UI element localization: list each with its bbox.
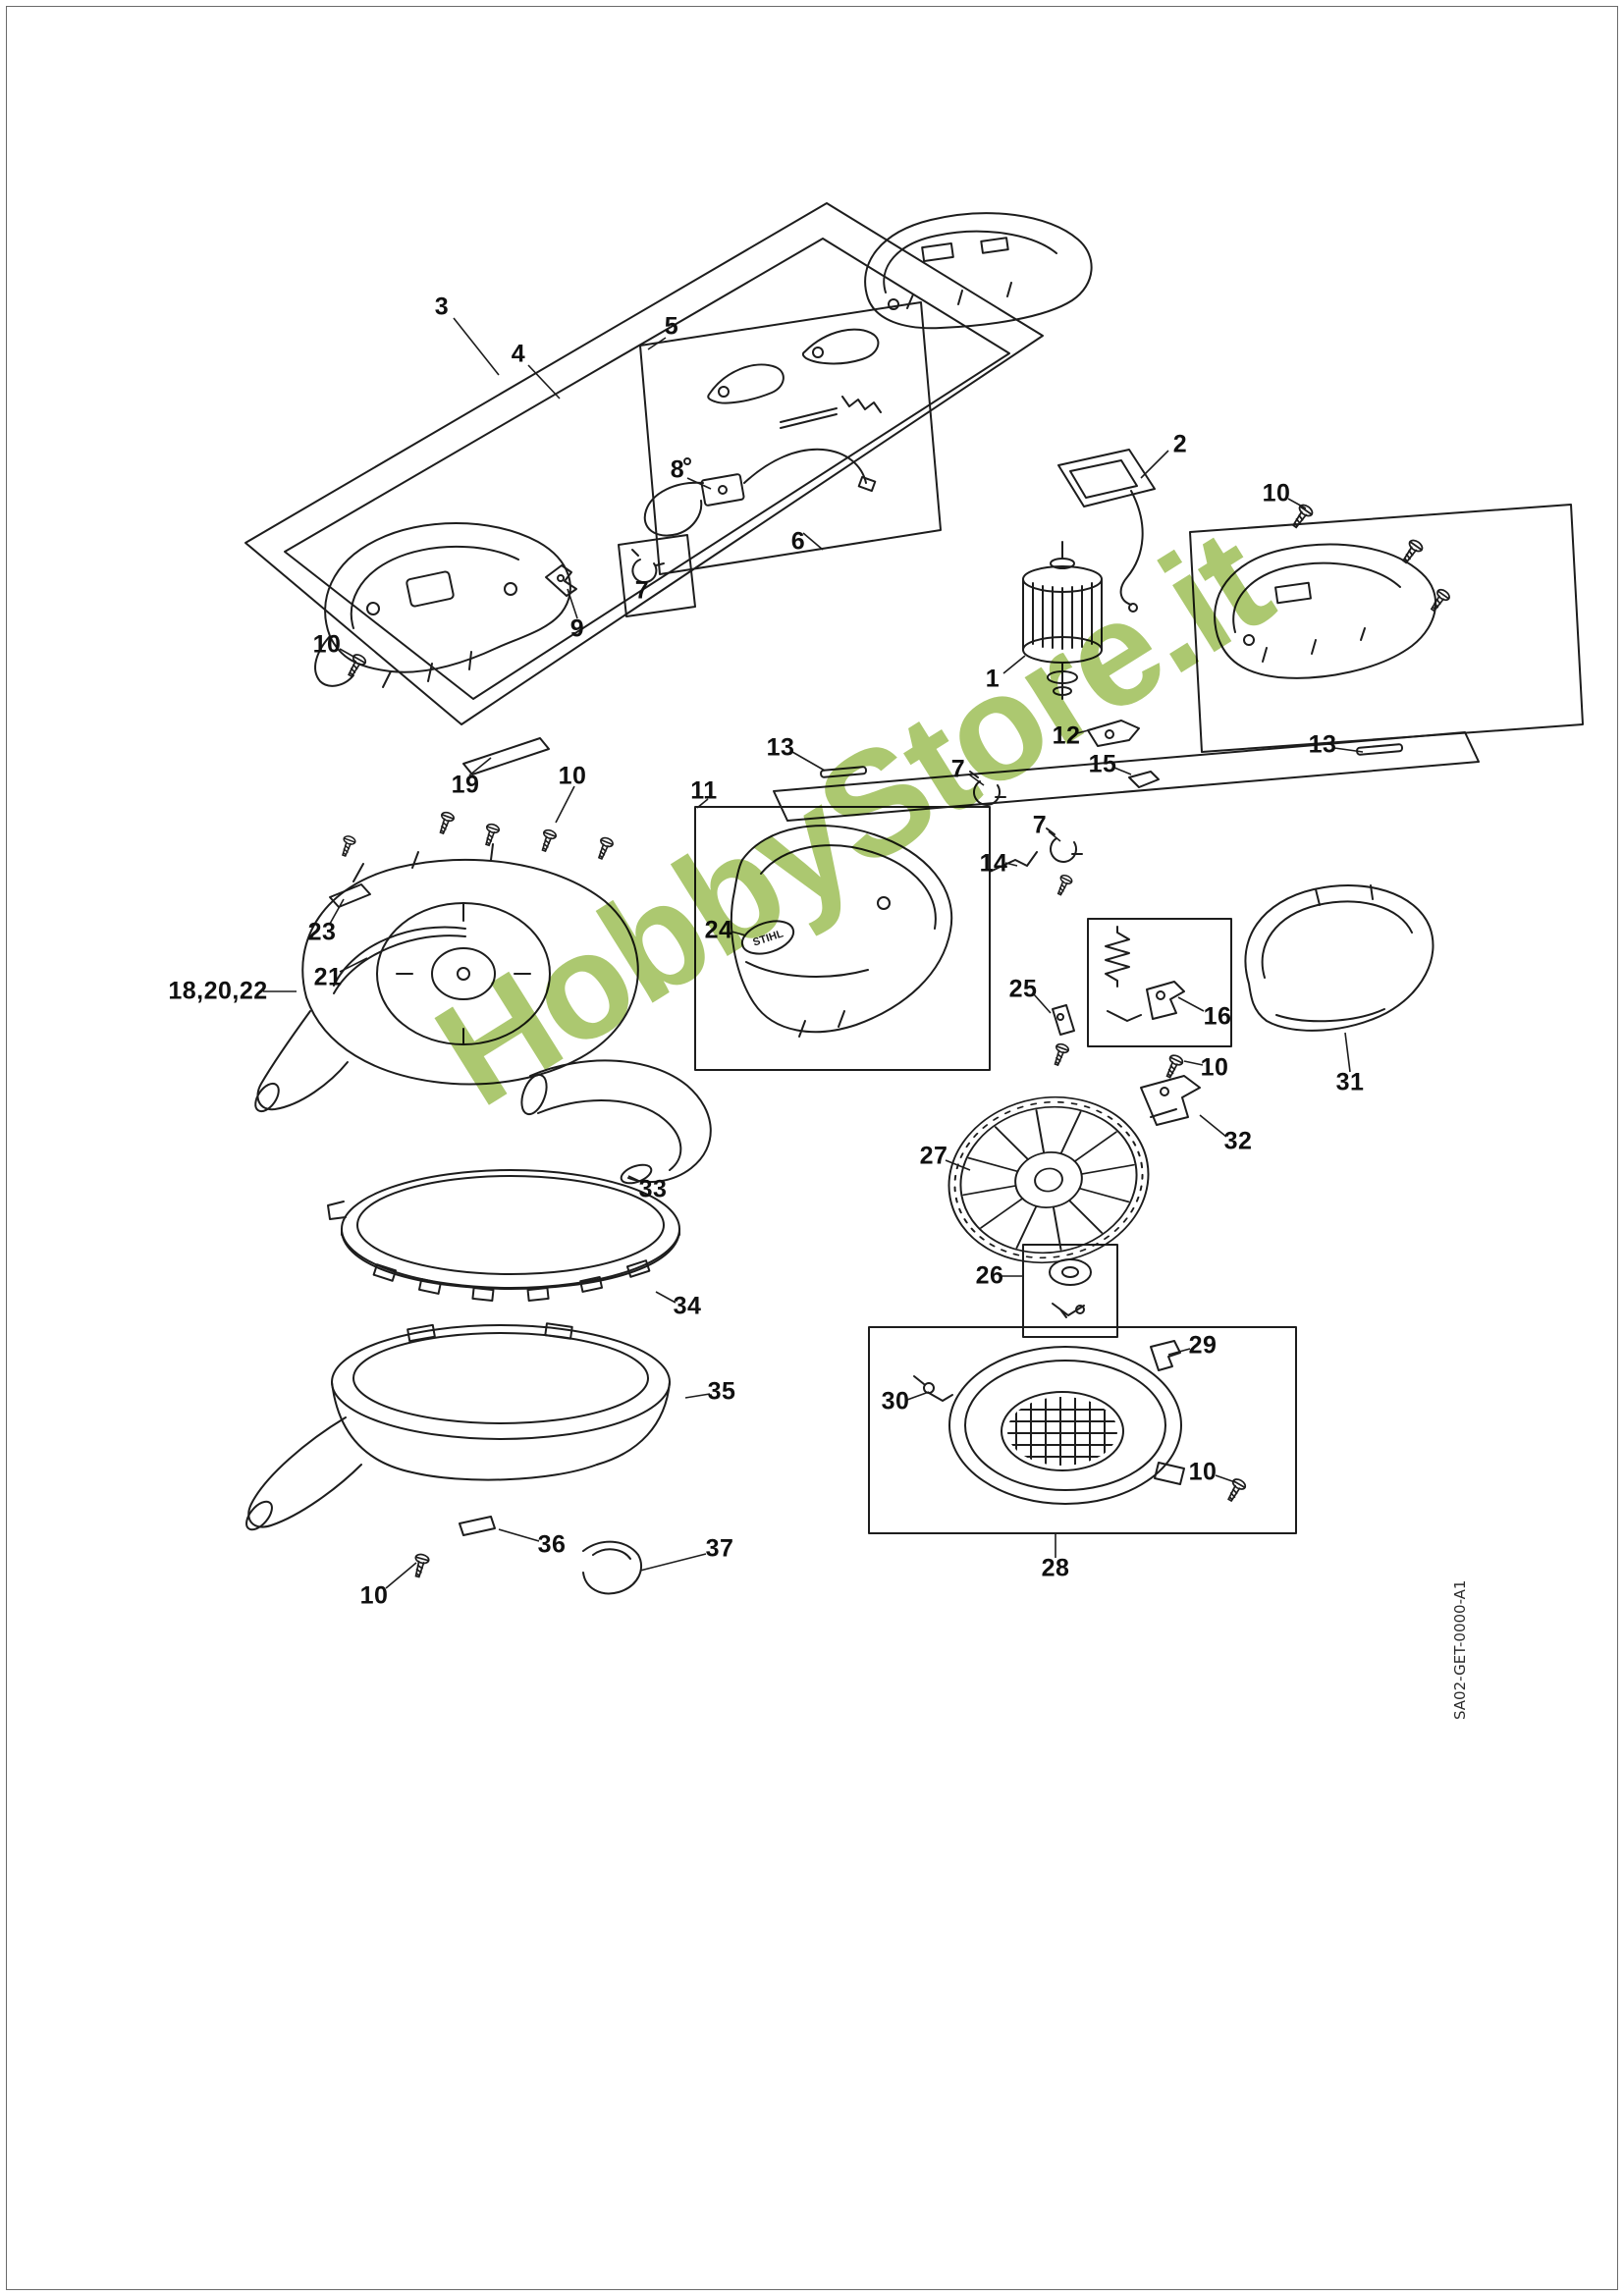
- part-filter-cover-28: [948, 1346, 1185, 1505]
- stihl-logo-text: STIHL: [751, 928, 785, 948]
- part-clamp-7a: [631, 549, 665, 584]
- part-bracket-12: [1087, 720, 1140, 747]
- part-bracket-37: [582, 1540, 643, 1595]
- part-wire-14: [989, 851, 1038, 873]
- parts-artwork: [245, 212, 1452, 1595]
- part-spring-lever-16: [1105, 926, 1185, 1022]
- part-fan-wheel: [947, 1095, 1150, 1264]
- part-clamp-7c: [1046, 828, 1083, 863]
- part-frame-2: [1057, 449, 1156, 613]
- part-bracket-9: [545, 564, 577, 597]
- part-bracket-32: [1140, 1075, 1201, 1126]
- part-motor-armature: [1022, 541, 1103, 700]
- part-pin-13-left: [820, 766, 868, 778]
- part-strip-19: [462, 737, 550, 775]
- part-bracket-15: [1128, 771, 1160, 788]
- part-switch-and-cable: [643, 448, 877, 537]
- part-handle-housing-top: [864, 212, 1093, 330]
- document-code: SA02-GET-0000-A1: [1451, 1579, 1469, 1720]
- part-lower-housing-35: [245, 1322, 671, 1531]
- part-housing-half-11: [730, 825, 953, 1038]
- part-elbow-tube-33: [520, 1059, 712, 1185]
- part-gasket-21: [333, 926, 466, 994]
- part-clip-30: [913, 1375, 953, 1402]
- part-washer-clip-26: [1049, 1258, 1092, 1318]
- part-plate-23: [329, 883, 371, 908]
- leader-lines: [263, 317, 1364, 1589]
- part-trigger-levers: [707, 328, 882, 429]
- part-ring-band-34: [327, 1169, 680, 1303]
- part-pin-13-right: [1356, 743, 1404, 756]
- screw-fasteners: [337, 502, 1452, 1579]
- part-blower-housing: [254, 843, 639, 1113]
- part-clip-29: [1150, 1340, 1181, 1371]
- part-bracket-25: [1052, 1004, 1075, 1036]
- part-cover-31: [1244, 884, 1435, 1032]
- grouping-boxes: [244, 202, 1584, 1534]
- part-clamp-7b: [969, 771, 1006, 806]
- part-pad-36: [459, 1516, 496, 1536]
- part-handle-housing-right: [1214, 543, 1437, 679]
